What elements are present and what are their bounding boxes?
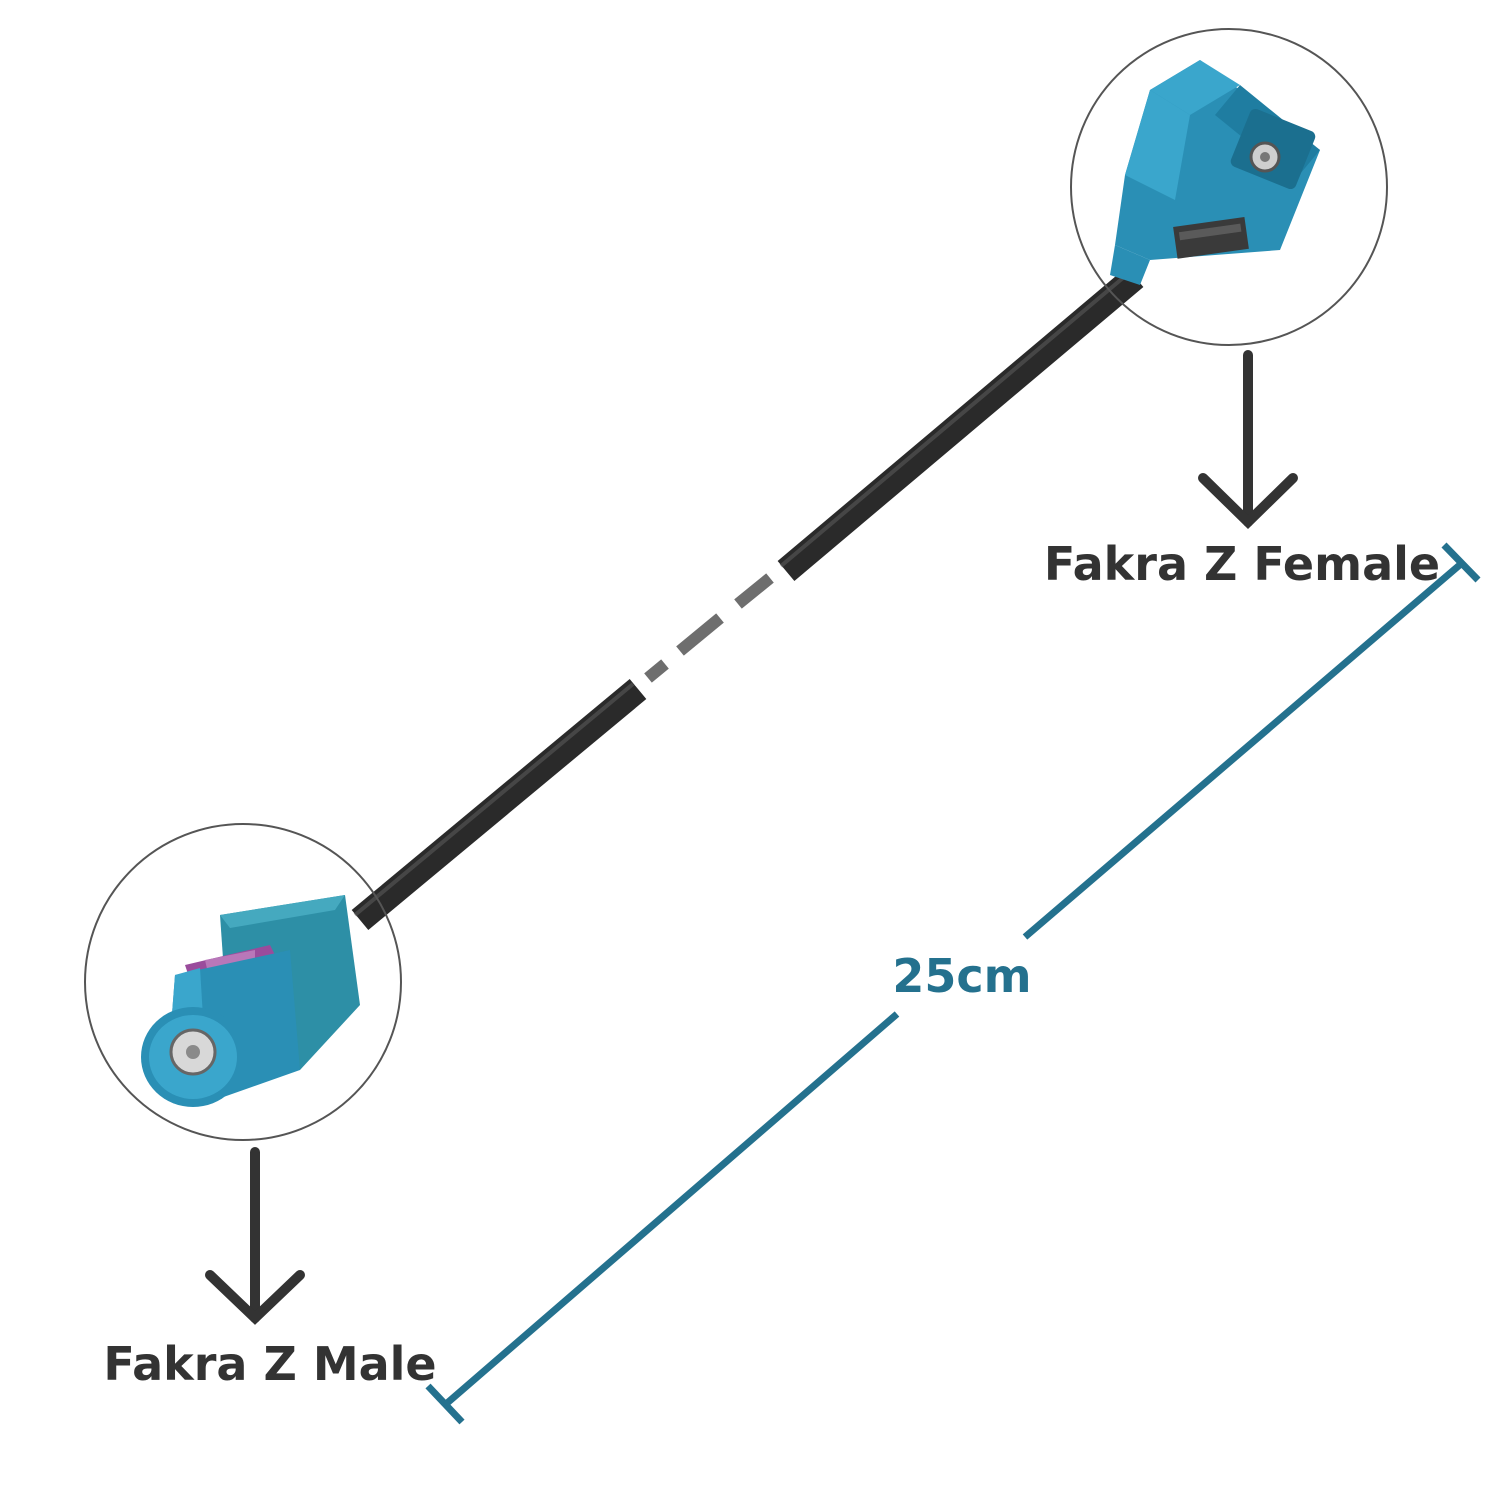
female-connector-label: Fakra Z Female xyxy=(1044,537,1440,591)
cable-gap-dash-1 xyxy=(734,573,774,609)
male-connector-callout xyxy=(84,823,402,1141)
female-connector-callout xyxy=(1070,28,1388,346)
cable-highlight-upper xyxy=(779,270,1132,568)
coaxial-cable xyxy=(351,267,1144,930)
cable-gap-dash-3 xyxy=(644,659,669,683)
length-dimension-line xyxy=(425,542,1481,1425)
cable-segment-lower xyxy=(351,679,647,930)
cable-length-label: 25cm xyxy=(892,949,1031,1003)
fakra-z-female-connector-icon xyxy=(1110,60,1320,285)
down-arrow-icon xyxy=(1198,350,1298,529)
cable-segment-upper xyxy=(777,267,1144,581)
male-callout-circle xyxy=(84,823,402,1141)
cable-gap-dash-2 xyxy=(676,613,724,656)
down-arrow-icon xyxy=(205,1147,305,1325)
female-callout-circle xyxy=(1070,28,1388,346)
male-connector-label: Fakra Z Male xyxy=(103,1337,436,1391)
cable-highlight-lower xyxy=(353,682,635,917)
fakra-z-male-connector-icon xyxy=(141,895,360,1107)
